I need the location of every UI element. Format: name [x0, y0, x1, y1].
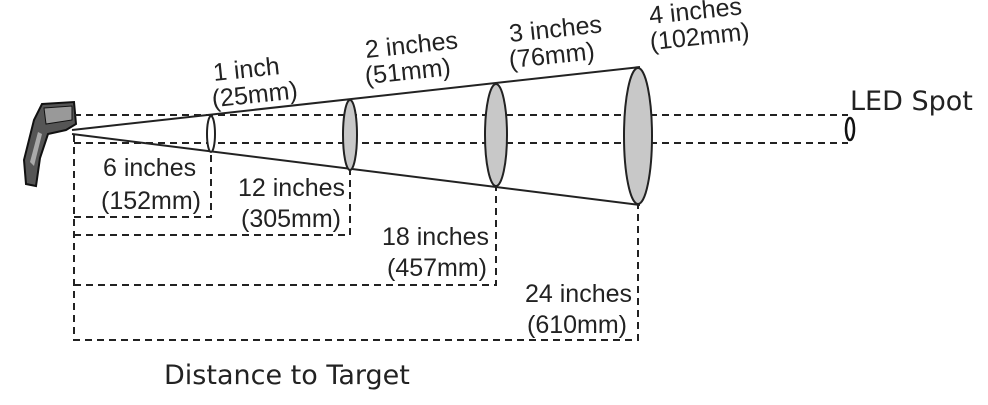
distance-caption: Distance to Target — [164, 360, 410, 391]
distance-label-6in: 6 inches (152mm) — [101, 154, 201, 215]
spot-label-2in: 2 inches (51mm) — [363, 26, 459, 90]
spot-ellipse-18in — [484, 83, 508, 187]
led-spot-label: LED Spot — [850, 86, 973, 117]
spot-ellipse-12in — [342, 99, 358, 171]
spot-label-1in-size: 1 inch — [212, 52, 281, 87]
distance-label-18in-metric: (457mm) — [387, 254, 487, 282]
thermometer-icon — [22, 100, 78, 188]
spot-label-4in: 4 inches (102mm) — [648, 0, 751, 56]
distance-label-24in-metric: (610mm) — [527, 311, 627, 339]
spot-label-3in: 3 inches (76mm) — [507, 10, 603, 74]
led-spot-marker — [844, 116, 856, 142]
distance-label-6in-imperial: 6 inches — [103, 154, 196, 182]
distance-label-24in-imperial: 24 inches — [525, 280, 632, 308]
distance-label-12in-imperial: 12 inches — [238, 174, 345, 202]
spot-ellipse-6in — [206, 115, 216, 153]
cone-top-edge — [71, 66, 641, 131]
spot-label-1in: 1 inch (25mm) — [210, 52, 299, 113]
spot-ellipse-24in — [623, 67, 653, 205]
distance-label-18in-imperial: 18 inches — [382, 223, 489, 251]
distance-label-24in: 24 inches (610mm) — [525, 280, 632, 339]
distance-label-12in-metric: (305mm) — [241, 205, 341, 233]
distance-label-12in: 12 inches (305mm) — [238, 174, 345, 233]
cone-bottom-edge — [71, 133, 641, 206]
led-beam — [74, 114, 848, 144]
distance-label-18in: 18 inches (457mm) — [382, 223, 489, 282]
distance-brackets — [73, 135, 639, 341]
distance-label-6in-metric: (152mm) — [101, 187, 201, 215]
